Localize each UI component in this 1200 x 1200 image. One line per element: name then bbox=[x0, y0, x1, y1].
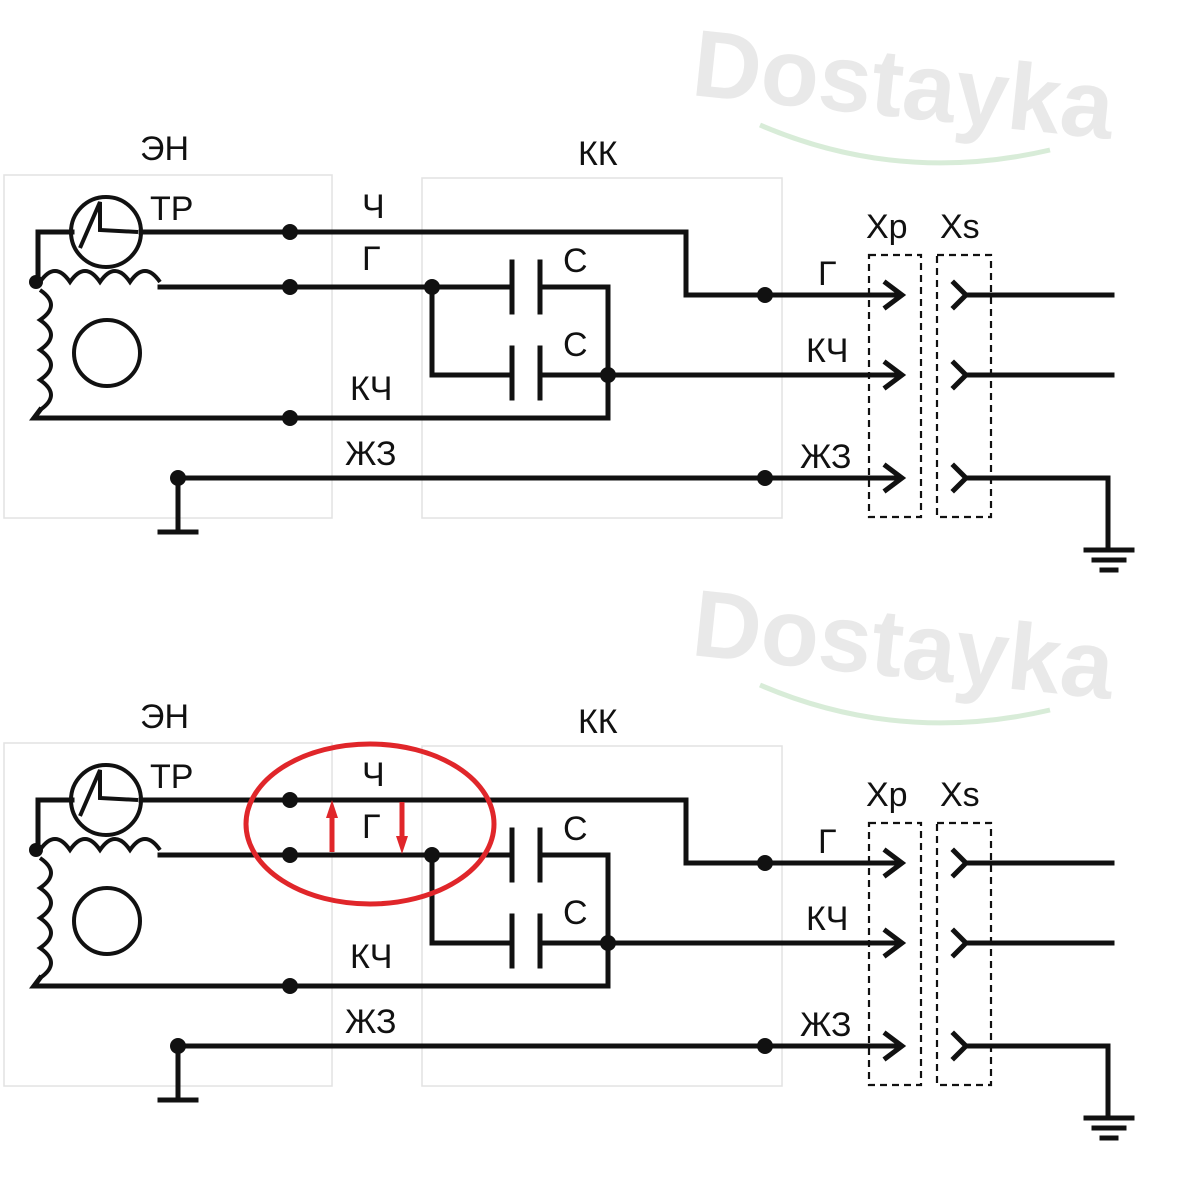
wire-ground-label: ЖЗ bbox=[345, 1003, 397, 1041]
watermark: Dostayka bbox=[688, 570, 1120, 726]
thermal-relay-label: ТР bbox=[150, 758, 193, 796]
out-brown-label: КЧ bbox=[806, 332, 848, 370]
capacitor-unit-label: КК bbox=[578, 703, 618, 741]
motor-label: ЭН bbox=[140, 698, 189, 736]
socket-line-ground bbox=[963, 1043, 1111, 1119]
winding-horizontal bbox=[38, 837, 162, 854]
wire-capacitor-2-in bbox=[429, 284, 513, 378]
winding-horizontal bbox=[38, 269, 162, 286]
watermark-swoosh bbox=[759, 682, 1051, 726]
plug-pin-ground-icon bbox=[882, 462, 907, 494]
winding-vertical bbox=[36, 856, 53, 980]
plug-pin-brown-icon bbox=[882, 927, 907, 959]
wire-capacitor-2-in bbox=[429, 852, 513, 946]
socket-line-ground bbox=[963, 475, 1111, 551]
wire-black-label: Ч bbox=[362, 756, 385, 794]
swap-arrow-up-icon bbox=[326, 800, 338, 818]
watermark-text: Dostayka bbox=[688, 570, 1120, 720]
highlight-ellipse bbox=[243, 741, 497, 907]
out-blue-label: Г bbox=[818, 255, 836, 293]
motor-group-box bbox=[3, 174, 333, 519]
watermark-text: Dostayka bbox=[688, 10, 1120, 160]
watermark-swoosh bbox=[759, 122, 1051, 166]
capacitor-group-box bbox=[421, 177, 783, 519]
node-motor-common bbox=[29, 275, 43, 289]
winding-vertical bbox=[36, 288, 53, 412]
thermal-relay-element bbox=[78, 201, 139, 249]
capacitor-1-label: С bbox=[563, 242, 588, 280]
capacitor-unit-label: КК bbox=[578, 135, 618, 173]
motor-rotor-icon bbox=[72, 886, 142, 956]
wire-brown-label: КЧ bbox=[350, 938, 392, 976]
wire-blue-label: Г bbox=[362, 240, 380, 278]
node-motor-common bbox=[29, 843, 43, 857]
capacitor-group-box bbox=[421, 745, 783, 1087]
capacitor-2-label: С bbox=[563, 894, 588, 932]
plug-pin-blue-icon bbox=[882, 279, 907, 311]
watermark: Dostayka bbox=[688, 10, 1120, 166]
out-ground-label: ЖЗ bbox=[800, 1006, 852, 1044]
ground-right-icon bbox=[1083, 547, 1135, 573]
motor-group-box bbox=[3, 742, 333, 1087]
socket-label: Xs bbox=[940, 776, 980, 814]
plug-box bbox=[867, 253, 923, 519]
thermal-relay-label: ТР bbox=[150, 190, 193, 228]
wire-black-label: Ч bbox=[362, 188, 385, 226]
plug-label: Xp bbox=[866, 776, 908, 814]
motor-rotor-icon bbox=[72, 318, 142, 388]
plug-pin-brown-icon bbox=[882, 359, 907, 391]
capacitor-2-label: С bbox=[563, 326, 588, 364]
plug-pin-ground-icon bbox=[882, 1030, 907, 1062]
out-ground-label: ЖЗ bbox=[800, 438, 852, 476]
motor-label: ЭН bbox=[140, 130, 189, 168]
wire-motor-to-relay bbox=[35, 229, 75, 285]
wire-brown-label: КЧ bbox=[350, 370, 392, 408]
node-out-ground bbox=[757, 470, 773, 486]
socket-box bbox=[935, 821, 993, 1087]
out-brown-label: КЧ bbox=[806, 900, 848, 938]
capacitor-1-label: С bbox=[563, 810, 588, 848]
node-out-ground bbox=[757, 1038, 773, 1054]
wire-ground-label: ЖЗ bbox=[345, 435, 397, 473]
plug-box bbox=[867, 821, 923, 1087]
swap-arrow-down-icon bbox=[396, 836, 408, 854]
ground-left-icon bbox=[157, 1043, 199, 1103]
wire-black bbox=[287, 229, 768, 298]
ground-right-icon bbox=[1083, 1115, 1135, 1141]
wire-brown-internal bbox=[29, 406, 293, 421]
plug-label: Xp bbox=[866, 208, 908, 246]
ground-left-icon bbox=[157, 475, 199, 535]
socket-box bbox=[935, 253, 993, 519]
thermal-relay-element bbox=[78, 769, 139, 817]
plug-pin-blue-icon bbox=[882, 847, 907, 879]
out-blue-label: Г bbox=[818, 823, 836, 861]
wire-motor-to-relay bbox=[35, 797, 75, 853]
wire-brown-internal bbox=[29, 974, 293, 989]
socket-label: Xs bbox=[940, 208, 980, 246]
wire-blue-label: Г bbox=[362, 808, 380, 846]
